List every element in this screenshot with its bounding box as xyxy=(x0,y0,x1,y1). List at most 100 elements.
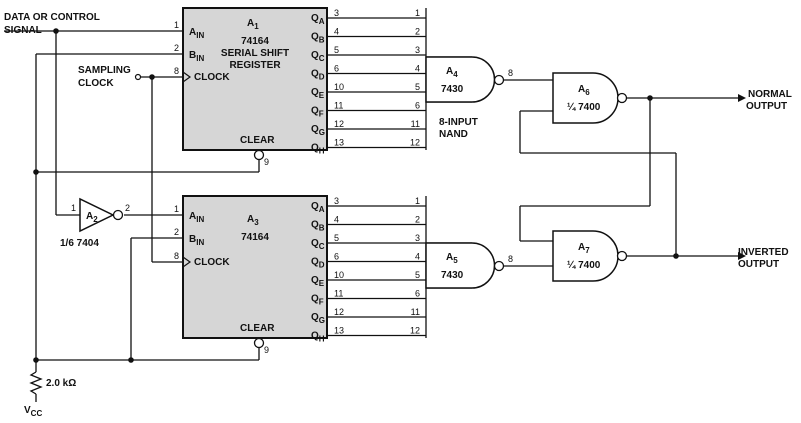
q-pin-number: 3 xyxy=(334,8,339,18)
register-a1-desc1: SERIAL SHIFT xyxy=(221,48,289,59)
inverter-part: 1/6 7404 xyxy=(60,238,99,249)
inverted-output-label-line1: INVERTED xyxy=(738,247,789,258)
q-output-label: QF xyxy=(311,106,324,119)
nand-a4-out-pin: 8 xyxy=(508,68,513,78)
nand-a7-part: ¼ 7400 xyxy=(567,260,601,271)
resistor-symbol xyxy=(29,371,43,395)
gate-pin-number: 1 xyxy=(415,8,420,18)
q-output-label: QD xyxy=(311,69,325,82)
register-a3-bin: BIN xyxy=(189,234,204,247)
q-output-label: QG xyxy=(311,312,325,325)
inverter-pin-out: 2 xyxy=(125,203,130,213)
junction-dot xyxy=(149,74,155,80)
junction-dot xyxy=(647,95,653,101)
register-a1-clear-pin: 9 xyxy=(264,157,269,167)
register-a3-pin1: 1 xyxy=(174,204,179,214)
register-a1-pin1: 1 xyxy=(174,20,179,30)
register-a1-desc2: REGISTER xyxy=(229,60,281,71)
q-output-label: QF xyxy=(311,294,324,307)
clock-input-label-line2: CLOCK xyxy=(78,78,114,89)
q-output-label: QC xyxy=(311,50,325,63)
clock-input-label-line1: SAMPLING xyxy=(78,65,131,76)
register-a1-q-row: QF 11 6 xyxy=(311,101,426,119)
q-pin-number: 3 xyxy=(334,196,339,206)
gate-pin-number: 3 xyxy=(415,233,420,243)
register-a1-q-row: QD 6 4 xyxy=(311,64,426,82)
inverter-ref: A2 xyxy=(86,211,98,224)
nand-a4-desc2: NAND xyxy=(439,129,468,140)
nand-a4-part: 7430 xyxy=(441,84,464,95)
junction-dot xyxy=(33,169,39,175)
q-pin-number: 11 xyxy=(334,101,343,111)
q-output-label: QD xyxy=(311,257,325,270)
inverted-output-arrow-icon xyxy=(738,252,746,260)
input-wiring xyxy=(4,30,260,402)
register-a1-clear-label: CLEAR xyxy=(240,135,275,146)
gate-pin-number: 3 xyxy=(415,45,420,55)
q-pin-number: 10 xyxy=(334,270,344,280)
q-output-label: QA xyxy=(311,13,325,26)
register-a3-pin8: 8 xyxy=(174,251,179,261)
register-a3-clear-pin: 9 xyxy=(264,345,269,355)
q-output-label: QA xyxy=(311,201,325,214)
register-a3-ain: AIN xyxy=(189,211,204,224)
register-a3-q-row: QF 11 6 xyxy=(311,289,426,307)
gate-pin-number: 12 xyxy=(410,326,420,336)
q-pin-number: 12 xyxy=(334,307,344,317)
shift-register-a3: A3 74164 CLEAR 9 AIN BIN CLOCK 1 2 8 xyxy=(174,195,328,355)
junction-dot xyxy=(128,357,134,363)
inverter-a2: 1 2 A2 1/6 7404 xyxy=(60,197,130,249)
gate-pin-number: 2 xyxy=(415,27,420,37)
nand-a4-desc1: 8-INPUT xyxy=(439,117,478,128)
gate-pin-number: 5 xyxy=(415,82,420,92)
q-pin-number: 6 xyxy=(334,64,339,74)
register-a1-pin8: 8 xyxy=(174,66,179,76)
register-a1-part: 74164 xyxy=(241,36,269,47)
nand-gate-a6: A6 ¼ 7400 xyxy=(552,72,628,124)
register-a1-bin: BIN xyxy=(189,50,204,63)
normal-output-arrow-icon xyxy=(738,94,746,102)
junction-dot xyxy=(53,28,59,34)
clock-input-terminal xyxy=(134,73,142,81)
gate-pin-number: 6 xyxy=(415,101,420,111)
register-a3-ref: A3 xyxy=(247,214,259,227)
register-a3-q-row: QH 13 12 xyxy=(311,326,426,344)
register-a3-clear-label: CLEAR xyxy=(240,323,275,334)
register-a1-ain: AIN xyxy=(189,27,204,40)
q-pin-number: 4 xyxy=(334,27,339,37)
register-a1-ref: A1 xyxy=(247,18,259,31)
q-output-label: QH xyxy=(311,331,325,344)
gate-pin-number: 6 xyxy=(415,289,420,299)
inverter-pin-in: 1 xyxy=(71,203,76,213)
q-output-label: QG xyxy=(311,124,325,137)
q-output-label: QB xyxy=(311,32,325,45)
gate-pin-number: 4 xyxy=(415,64,420,74)
q-pin-number: 11 xyxy=(334,289,343,299)
q-pin-number: 13 xyxy=(334,326,344,336)
q-pin-number: 12 xyxy=(334,119,344,129)
junction-dot xyxy=(33,357,39,363)
shift-register-a1: A1 74164 SERIAL SHIFT REGISTER CLEAR 9 A… xyxy=(174,7,328,167)
gate-pin-number: 2 xyxy=(415,215,420,225)
nand-a5-out-pin: 8 xyxy=(508,254,513,264)
gate-pin-number: 11 xyxy=(411,307,420,317)
q-pin-number: 5 xyxy=(334,45,339,55)
vcc-label: VCC xyxy=(24,405,42,418)
nand-a5-part: 7430 xyxy=(441,270,464,281)
register-a1-pin2: 2 xyxy=(174,43,179,53)
q-output-label: QC xyxy=(311,238,325,251)
q-pin-number: 6 xyxy=(334,252,339,262)
nand-gate-a4: A4 7430 8 8-INPUT NAND xyxy=(425,8,513,150)
nand-gate-a7: A7 ¼ 7400 xyxy=(552,230,628,282)
